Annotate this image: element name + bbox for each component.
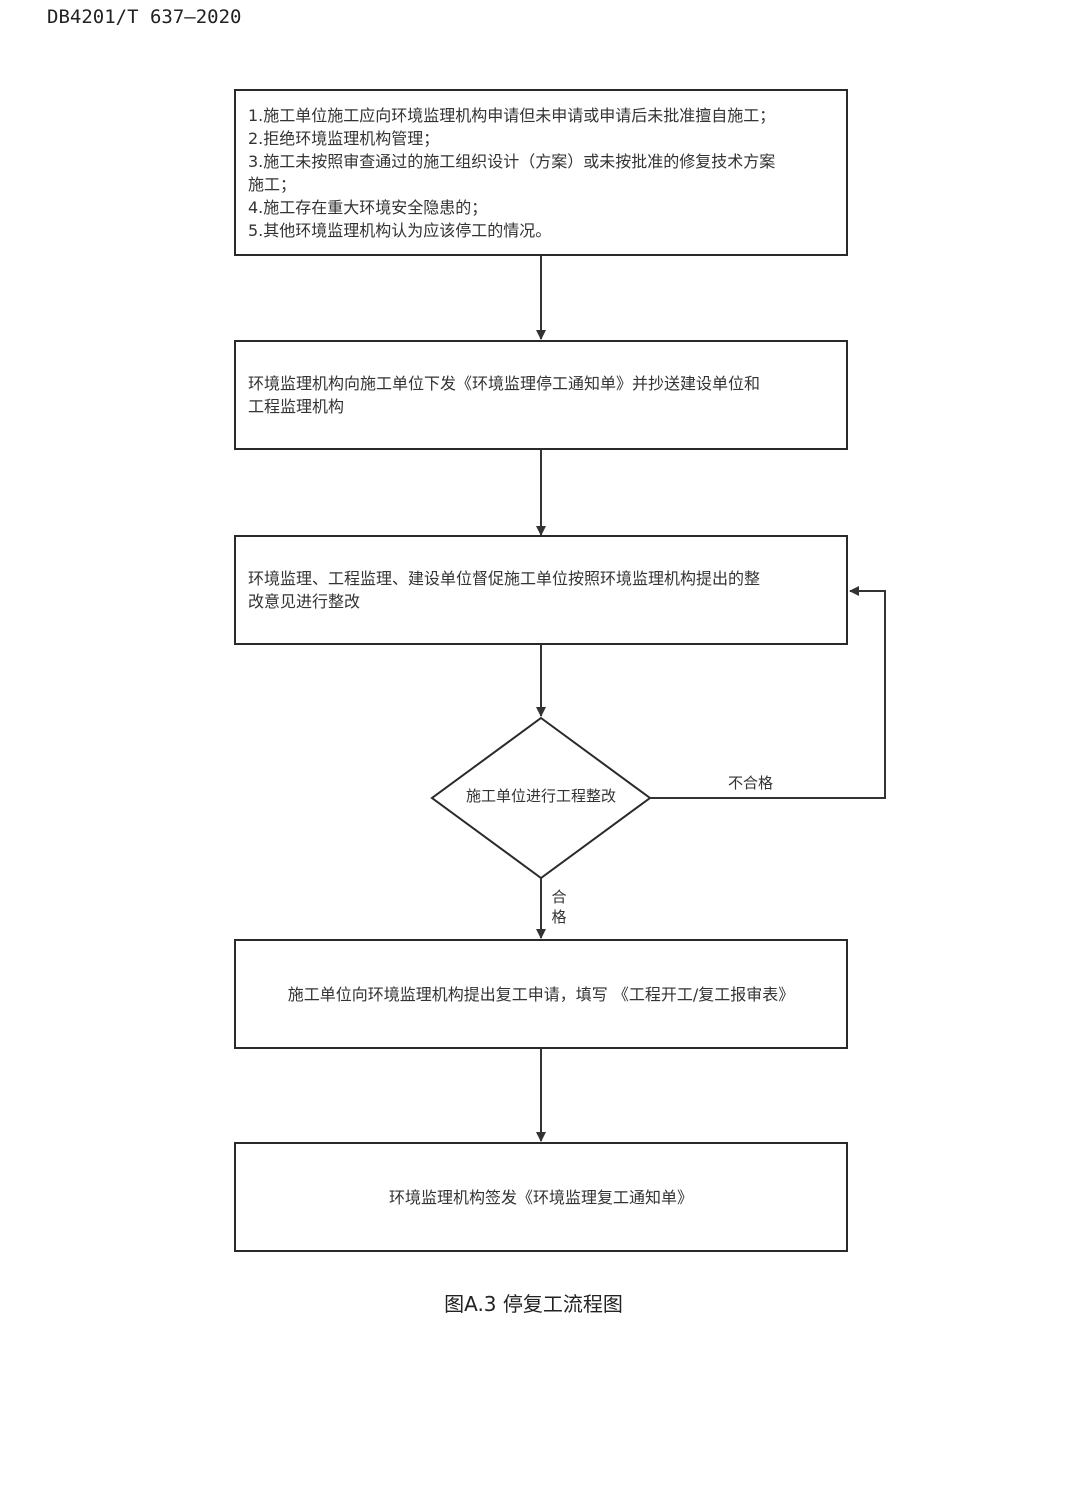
node-resume-application: 施工单位向环境监理机构提出复工申请，填写 《工程开工/复工报审表》	[234, 939, 848, 1049]
node-text-line: 1.施工单位施工应向环境监理机构申请但未申请或申请后未批准擅自施工；	[248, 105, 776, 125]
node-text-line: 环境监理、工程监理、建设单位督促施工单位按照环境监理机构提出的整	[248, 569, 761, 588]
node-text-line: 环境监理机构签发《环境监理复工通知单》	[388, 1187, 693, 1207]
document-code: DB4201/T 637—2020	[47, 6, 242, 28]
node-stop-notice: 环境监理机构向施工单位下发《环境监理停工通知单》并抄送建设单位和 工程监理机构	[234, 340, 848, 450]
node-text-line: 工程监理机构	[248, 397, 345, 416]
node-text-line: 2.拒绝环境监理机构管理；	[248, 128, 440, 148]
node-text-line: 施工；	[248, 174, 297, 194]
node-trigger-conditions: 1.施工单位施工应向环境监理机构申请但未申请或申请后未批准擅自施工； 2.拒绝环…	[234, 89, 848, 256]
edge-label-fail: 不合格	[728, 774, 774, 792]
node-text-line: 改意见进行整改	[248, 592, 361, 611]
node-text-line: 5.其他环境监理机构认为应该停工的情况。	[248, 220, 552, 240]
node-text-line: 环境监理机构向施工单位下发《环境监理停工通知单》并抄送建设单位和	[248, 374, 761, 393]
node-text-line: 3.施工未按照审查通过的施工组织设计（方案）或未按批准的修复技术方案	[248, 151, 776, 171]
figure-caption: 图A.3 停复工流程图	[444, 1292, 623, 1316]
edge-label-pass: 合 格	[551, 888, 567, 926]
node-text-line: 施工单位向环境监理机构提出复工申请，填写 《工程开工/复工报审表》	[287, 984, 795, 1004]
node-text-line: 4.施工存在重大环境安全隐患的；	[248, 197, 488, 217]
node-resume-notice: 环境监理机构签发《环境监理复工通知单》	[234, 1142, 848, 1252]
arrow-fail-loop-back	[650, 586, 886, 799]
decision-label: 施工单位进行工程整改	[465, 787, 616, 805]
node-rectification-supervision: 环境监理、工程监理、建设单位督促施工单位按照环境监理机构提出的整 改意见进行整改	[234, 535, 848, 645]
